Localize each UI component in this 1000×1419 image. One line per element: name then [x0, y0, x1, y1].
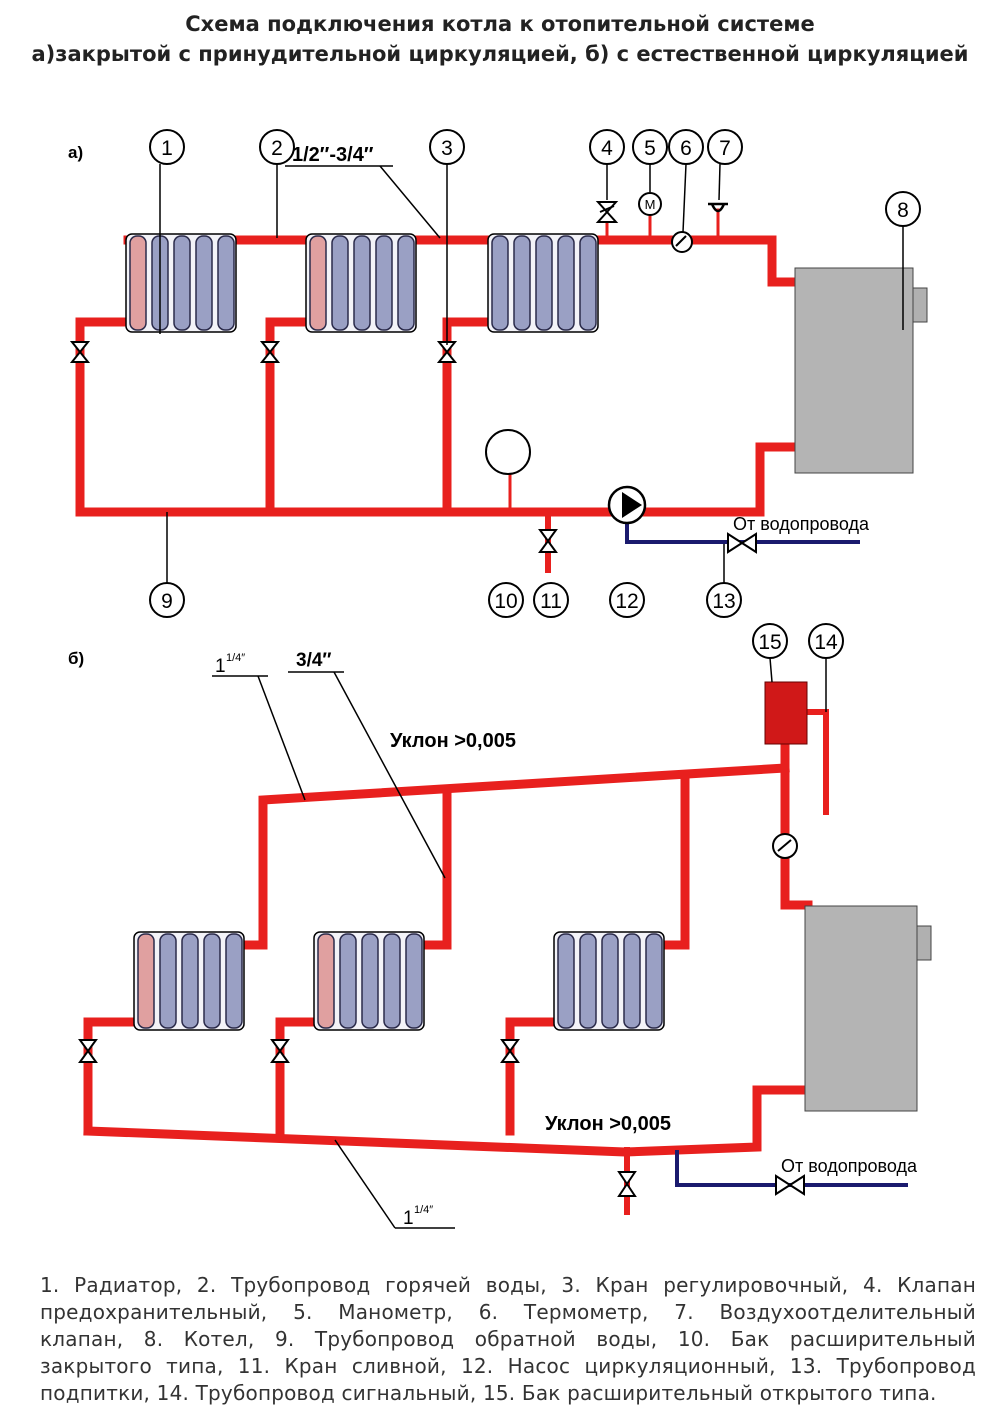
scheme-a-pipe-size: 1/2″-3/4″: [285, 144, 441, 239]
callout-12: 12: [609, 582, 645, 618]
valve-b1: [78, 1039, 98, 1063]
callout-6: 6: [668, 129, 704, 233]
svg-text:6: 6: [680, 137, 692, 160]
svg-text:14: 14: [814, 631, 838, 654]
legend-line: клапан, 8. Котел, 9. Трубопровод обратно…: [40, 1327, 976, 1351]
valve-b3: [500, 1039, 520, 1063]
scheme-b-radiators: [133, 931, 665, 1031]
thermometer-b: [772, 833, 798, 859]
expansion-tank-closed: [485, 429, 531, 475]
scheme-b-pipe-sizes: 1 1/4″ 3/4″ Уклон >0,005 Уклон >0,005 1 …: [212, 650, 671, 1229]
scheme-b-pipes: [83, 709, 829, 1215]
svg-text:7: 7: [719, 137, 731, 160]
svg-text:9: 9: [161, 590, 173, 613]
svg-text:8: 8: [897, 199, 909, 222]
legend-line: закрытого типа, 11. Кран сливной, 12. На…: [40, 1354, 976, 1378]
legend: 1. Радиатор, 2. Трубопровод горячей воды…: [40, 1272, 976, 1407]
svg-text:3/4″: 3/4″: [296, 650, 332, 671]
valve-a3: [436, 341, 458, 363]
svg-text:1/2″-3/4″: 1/2″-3/4″: [292, 144, 374, 166]
svg-text:13: 13: [712, 590, 735, 613]
scheme-a-feed-line: [625, 518, 860, 544]
legend-line: 1. Радиатор, 2. Трубопровод горячей воды…: [40, 1273, 976, 1297]
svg-text:10: 10: [494, 590, 517, 613]
callout-14: 14: [808, 623, 844, 712]
scheme-a-radiators: [125, 233, 599, 333]
feed-valve-b: [775, 1174, 805, 1196]
svg-text:1: 1: [403, 1208, 414, 1229]
drain-valve-a: [538, 529, 558, 553]
manometer: M: [638, 192, 662, 216]
feed-valve-a: [727, 532, 757, 554]
diagram-subtitle: а)закрытой с принудительной циркуляцией,…: [31, 42, 969, 66]
heating-scheme-diagram: а): [68, 129, 932, 1229]
callout-11: 11: [533, 582, 569, 618]
safety-valve: [595, 201, 619, 223]
valve-a1: [69, 341, 91, 363]
svg-text:15: 15: [758, 631, 781, 654]
svg-text:1: 1: [161, 137, 173, 160]
scheme-b-feed-line: [675, 1150, 908, 1187]
callout-1: 1: [149, 129, 185, 334]
expansion-tank-open: [764, 681, 808, 745]
scheme-a-callouts: 1 2 3 4 5 6 7 8 9 10 11 12 13: [149, 129, 921, 618]
scheme-a-label: а): [68, 143, 83, 162]
scheme-a-valves: [69, 201, 757, 554]
svg-text:1: 1: [215, 656, 226, 677]
boiler-a: [794, 225, 928, 474]
svg-text:4: 4: [601, 137, 613, 160]
boiler-b: [804, 905, 932, 1112]
callout-10: 10: [488, 582, 524, 618]
thermometer: [671, 231, 693, 253]
svg-text:1/4″: 1/4″: [414, 1204, 433, 1216]
svg-text:1/4″: 1/4″: [226, 652, 245, 664]
svg-text:11: 11: [540, 590, 562, 613]
svg-text:12: 12: [615, 590, 638, 613]
radiator-a2: [305, 233, 417, 333]
callout-3: 3: [429, 129, 465, 345]
callout-5: 5: [632, 129, 668, 192]
callout-2: 2: [259, 129, 295, 238]
radiator-b3: [553, 931, 665, 1031]
scheme-a-instruments: M: [485, 192, 728, 525]
scheme-b-valves: [78, 1039, 805, 1197]
radiator-b2: [313, 931, 425, 1031]
circulation-pump: [607, 485, 647, 525]
callout-8: 8: [885, 191, 921, 227]
scheme-b-label: б): [68, 649, 84, 668]
air-valve: [708, 202, 728, 213]
feed-label-b: От водопровода: [781, 1156, 918, 1176]
callout-7: 7: [707, 129, 743, 201]
callout-9: 9: [149, 512, 185, 618]
diagram-title: Схема подключения котла к отопительной с…: [185, 12, 815, 36]
callout-15: 15: [752, 623, 788, 683]
svg-text:2: 2: [271, 137, 283, 160]
legend-line: предохранительный, 5. Манометр, 6. Термо…: [40, 1300, 976, 1324]
drain-valve-b: [617, 1171, 637, 1197]
slope-label-bottom: Уклон >0,005: [545, 1113, 671, 1135]
radiator-a1: [125, 233, 237, 333]
svg-text:M: M: [645, 197, 656, 212]
radiator-b1: [133, 931, 245, 1031]
callout-4: 4: [589, 129, 625, 200]
callout-13: 13: [706, 544, 742, 618]
legend-line: подпитки, 14. Трубопровод сигнальный, 15…: [40, 1381, 937, 1405]
radiator-a3: [487, 233, 599, 333]
svg-text:3: 3: [441, 137, 453, 160]
scheme-b-callouts: 15 14: [752, 623, 844, 712]
valve-a2: [259, 341, 281, 363]
svg-text:5: 5: [644, 137, 656, 160]
valve-b2: [270, 1039, 290, 1063]
slope-label-top: Уклон >0,005: [390, 730, 516, 752]
feed-label-a: От водопровода: [733, 514, 870, 534]
